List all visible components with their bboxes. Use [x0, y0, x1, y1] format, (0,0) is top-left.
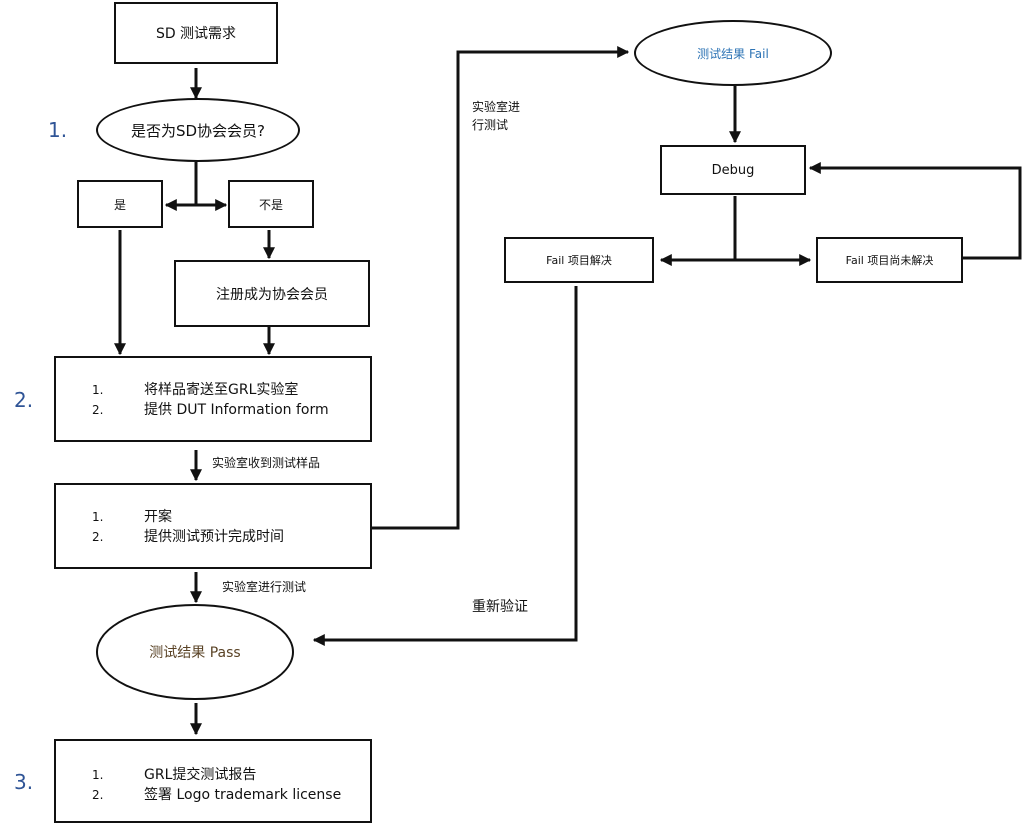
step2-item-text: 提供 DUT Information form: [144, 402, 329, 418]
open-case-item-num: 1.: [92, 510, 104, 524]
edge-label-lab-testing-line1: 实验室进: [472, 100, 521, 114]
node-register-label: 注册成为协会会员: [216, 286, 328, 303]
edge-label-lab-testing-line2: 行测试: [472, 118, 509, 132]
step2-item-num: 2.: [92, 403, 104, 417]
node-open-case-box: 1. 开案 2. 提供测试预计完成时间: [54, 483, 372, 569]
step2-item: 1. 将样品寄送至GRL实验室: [92, 380, 370, 400]
step2-item-text: 将样品寄送至GRL实验室: [144, 382, 299, 398]
node-fail-resolved-label: Fail 项目解决: [546, 254, 612, 267]
node-register: 注册成为协会会员: [174, 260, 370, 327]
step3-item-text: 签署 Logo trademark license: [144, 787, 342, 803]
open-case-item-text: 提供测试预计完成时间: [144, 529, 284, 545]
node-fail-unresolved-label: Fail 项目尚未解决: [845, 254, 934, 267]
node-sd-requirement-label: SD 测试需求: [155, 26, 237, 42]
node-member-question-label: 是否为SD协会会员?: [130, 121, 266, 140]
arrow-unresolved-to-debug: [808, 162, 1022, 260]
node-debug: Debug: [660, 145, 806, 195]
step2-item: 2. 提供 DUT Information form: [92, 400, 370, 420]
edge-label-reverify: 重新验证: [472, 599, 528, 615]
step2-item-num: 1.: [92, 383, 104, 397]
node-result-fail: 测试结果 Fail: [634, 20, 832, 86]
step3-item: 1. GRL提交测试报告: [92, 765, 370, 785]
open-case-item: 2. 提供测试预计完成时间: [92, 527, 370, 547]
open-case-item-text: 开案: [144, 509, 172, 525]
open-case-item-num: 2.: [92, 530, 104, 544]
node-result-fail-label: 测试结果 Fail: [697, 46, 769, 61]
step3-item-num: 2.: [92, 788, 104, 802]
step-number-1: 1.: [48, 118, 68, 142]
edge-label-testing: 实验室进行测试: [222, 580, 307, 594]
step3-item-num: 1.: [92, 768, 104, 782]
node-fail-resolved: Fail 项目解决: [504, 237, 654, 283]
arrow-resolved-to-pass: [312, 286, 578, 646]
node-step3-box: 1. GRL提交测试报告 2. 签署 Logo trademark license: [54, 739, 372, 823]
node-yes-label: 是: [113, 197, 126, 212]
node-sd-requirement: SD 测试需求: [114, 2, 278, 64]
arrow-open-to-fail: [372, 46, 630, 530]
node-member-question: 是否为SD协会会员?: [96, 98, 300, 162]
step3-item: 2. 签署 Logo trademark license: [92, 785, 370, 805]
node-fail-unresolved: Fail 项目尚未解决: [816, 237, 963, 283]
step-number-3: 3.: [14, 770, 34, 794]
edge-label-received: 实验室收到测试样品: [212, 456, 321, 470]
node-no: 不是: [228, 180, 314, 228]
node-yes: 是: [77, 180, 163, 228]
node-result-pass: 测试结果 Pass: [96, 604, 294, 700]
open-case-item: 1. 开案: [92, 507, 370, 527]
step3-item-text: GRL提交测试报告: [144, 767, 257, 783]
node-debug-label: Debug: [711, 162, 755, 178]
step-number-2: 2.: [14, 388, 34, 412]
node-step2-box: 1. 将样品寄送至GRL实验室 2. 提供 DUT Information form: [54, 356, 372, 442]
edge-label-lab-testing: 实验室进 行测试: [472, 98, 520, 134]
node-result-pass-label: 测试结果 Pass: [149, 645, 241, 661]
node-no-label: 不是: [258, 197, 283, 212]
